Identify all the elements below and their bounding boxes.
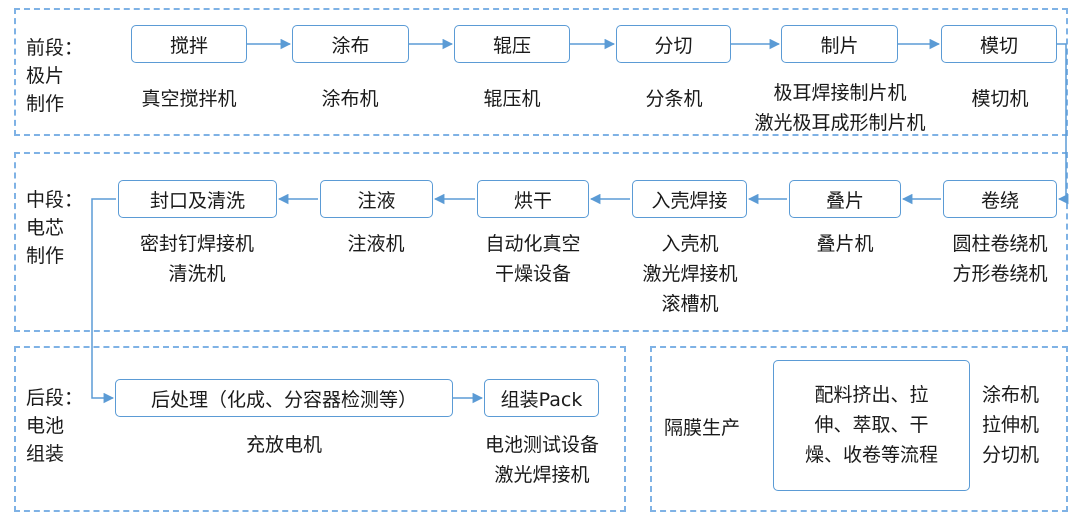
step-box-sealing-cleaning: 封口及清洗 bbox=[118, 180, 277, 218]
machine-list-rolling: 辊压机 bbox=[483, 88, 541, 110]
step-box-tab-making: 制片 bbox=[781, 25, 898, 63]
step-box-slitting: 分切 bbox=[616, 25, 731, 63]
middle-section-label: 中段： 电芯 制作 bbox=[26, 189, 84, 267]
step-box-rolling: 辊压 bbox=[454, 25, 570, 63]
step-box-injection: 注液 bbox=[320, 180, 433, 218]
machine-list-winding: 圆柱卷绕机 方形卷绕机 bbox=[952, 233, 1048, 285]
separator-machine-list: 涂布机 拉伸机 分切机 bbox=[982, 384, 1040, 466]
arrow-front-to-middle bbox=[1057, 43, 1069, 205]
machine-list-stirring: 真空搅拌机 bbox=[141, 88, 237, 110]
machine-list-sealing-cleaning: 密封钉焊接机 清洗机 bbox=[139, 233, 254, 285]
step-box-winding: 卷绕 bbox=[943, 180, 1057, 218]
separator-section bbox=[650, 346, 1068, 512]
machine-list-drying: 自动化真空 干燥设备 bbox=[485, 233, 581, 285]
machine-list-slitting: 分条机 bbox=[645, 88, 703, 110]
step-box-casing-welding: 入壳焊接 bbox=[632, 180, 747, 218]
step-box-stacking: 叠片 bbox=[789, 180, 901, 218]
machine-list-pack-assembly: 电池测试设备 激光焊接机 bbox=[484, 434, 599, 486]
machine-list-casing-welding: 入壳机 激光焊接机 滚槽机 bbox=[642, 233, 738, 315]
step-box-drying: 烘干 bbox=[477, 180, 589, 218]
machine-list-coating: 涂布机 bbox=[321, 88, 379, 110]
step-box-pack-assembly: 组装Pack bbox=[484, 379, 599, 417]
step-box-post-processing: 后处理（化成、分容器检测等） bbox=[115, 379, 453, 417]
machine-list-injection: 注液机 bbox=[347, 233, 405, 255]
front-section bbox=[14, 8, 1068, 136]
machine-list-tab-making: 极耳焊接制片机 激光极耳成形制片机 bbox=[754, 82, 926, 134]
step-box-coating: 涂布 bbox=[292, 25, 409, 63]
arrow-middle-to-back bbox=[91, 198, 116, 404]
middle-section bbox=[14, 152, 1068, 332]
separator-section-label: 隔膜生产 bbox=[664, 417, 741, 439]
step-box-stirring: 搅拌 bbox=[131, 25, 247, 63]
step-box-die-cutting: 模切 bbox=[941, 25, 1057, 63]
separator-process-box bbox=[773, 360, 970, 491]
separator-process-text: 配料挤出、拉 伸、萃取、干 燥、收卷等流程 bbox=[804, 384, 938, 466]
machine-list-post-processing: 充放电机 bbox=[245, 434, 322, 456]
back-section-label: 后段： 电池 组装 bbox=[26, 387, 84, 465]
machine-list-stacking: 叠片机 bbox=[816, 233, 874, 255]
front-section-label: 前段： 极片 制作 bbox=[26, 37, 84, 115]
back-section bbox=[14, 346, 626, 512]
machine-list-die-cutting: 模切机 bbox=[971, 88, 1029, 110]
